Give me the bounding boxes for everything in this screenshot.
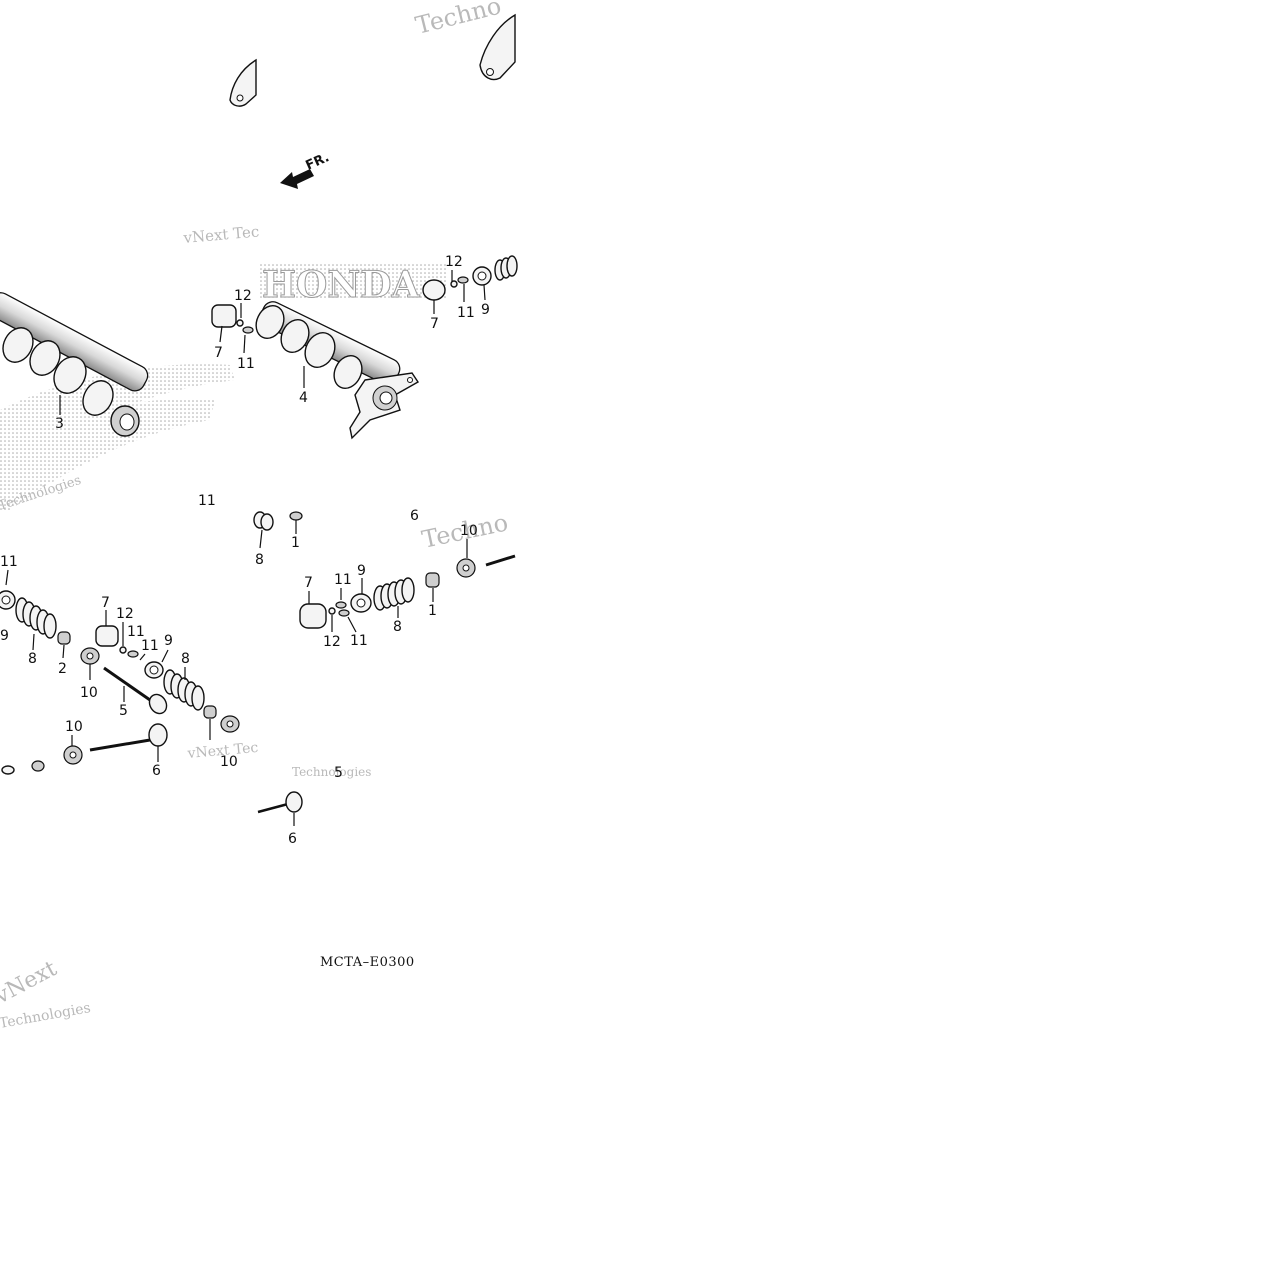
valve-spring <box>163 669 205 711</box>
valve-tappet <box>299 603 327 629</box>
callout-7: 7 <box>101 595 110 611</box>
watermark-text: vNext Tec <box>182 222 260 247</box>
callout-1: 1 <box>428 603 437 619</box>
callout-11: 11 <box>141 638 159 654</box>
watermark-text: Technologies <box>0 1000 92 1032</box>
valve-tappet <box>422 279 446 301</box>
callout-11: 11 <box>127 624 145 640</box>
camshaft-right <box>255 301 420 440</box>
cotter <box>335 601 347 609</box>
watermark-text: Technologies <box>292 765 371 779</box>
shim <box>450 280 458 288</box>
valve-tappet <box>95 625 119 647</box>
tile-bottom-left: 11 11 9 8 2 10 7 12 11 11 <box>0 493 259 779</box>
callout-5: 5 <box>119 703 128 719</box>
callout-8: 8 <box>28 651 37 667</box>
cotter <box>127 650 139 658</box>
tile-top-right: Techno FR. HONDA 4 7 12 <box>255 0 518 440</box>
shim <box>236 319 244 327</box>
diagram-reference-code: MCTA–E0300 <box>320 955 415 970</box>
callout-12: 12 <box>323 634 341 650</box>
callout-12: 12 <box>234 288 252 304</box>
intake-valve <box>89 723 168 752</box>
callout-6: 6 <box>152 763 161 779</box>
callout-1: 1 <box>291 535 300 551</box>
callout-7: 7 <box>304 575 313 591</box>
cam-holder-fragment <box>229 58 257 107</box>
callout-10: 10 <box>80 685 98 701</box>
camshaft-left <box>0 292 149 437</box>
callout-11: 11 <box>334 572 352 588</box>
callout-3: 3 <box>55 416 64 432</box>
shim <box>119 646 127 654</box>
callout-7: 7 <box>214 345 223 361</box>
front-direction-arrow: FR. <box>280 150 332 189</box>
front-label: FR. <box>304 150 332 173</box>
callout-10: 10 <box>65 719 83 735</box>
tile-top-left: vNext Tec Technologies 3 7 12 11 <box>0 58 260 514</box>
valve-spring <box>253 511 274 531</box>
callout-10: 10 <box>220 754 238 770</box>
callout-12: 12 <box>116 606 134 622</box>
callout-6: 6 <box>410 508 419 524</box>
cotter <box>242 326 254 334</box>
callout-5: 5 <box>334 765 343 781</box>
callout-8: 8 <box>393 619 402 635</box>
callout-11: 11 <box>237 356 255 372</box>
callout-11: 11 <box>198 493 216 509</box>
watermark-text: vNext Tec <box>186 740 259 762</box>
valve-stem-seal <box>203 705 217 719</box>
valve-spring <box>1 765 15 775</box>
callout-11: 11 <box>350 633 368 649</box>
tile-bottom-right: 8 1 6 Techno 7 12 11 11 9 8 <box>253 508 516 970</box>
bolt-hole <box>486 68 494 76</box>
valve-stem-seal <box>31 760 45 772</box>
shim <box>328 607 336 615</box>
callout-9: 9 <box>0 628 9 644</box>
callout-2: 2 <box>58 661 67 677</box>
callout-10: 10 <box>460 523 478 539</box>
valve-tappet <box>211 304 237 328</box>
valve-spring <box>15 597 57 639</box>
callout-4: 4 <box>299 390 308 406</box>
callout-9: 9 <box>357 563 366 579</box>
valve-stem-seal <box>57 631 71 645</box>
callout-12: 12 <box>445 254 463 270</box>
valve-spring <box>373 577 415 611</box>
callout-8: 8 <box>181 651 190 667</box>
cam-holder-fragment <box>479 13 516 81</box>
valve-stem-seal <box>289 511 303 521</box>
honda-watermark-band <box>258 262 448 300</box>
callout-11: 11 <box>457 305 475 321</box>
tile-fragment-bottom: vNext Technologies <box>0 956 92 1032</box>
watermark-text: vNext <box>0 956 61 1010</box>
exhaust-valve <box>103 666 168 715</box>
intake-valve-stem <box>485 554 516 567</box>
valve-stem-seal <box>425 572 440 588</box>
watermark-text: Techno <box>413 0 504 40</box>
cotter <box>457 276 469 284</box>
callout-11: 11 <box>0 554 18 570</box>
callout-9: 9 <box>481 302 490 318</box>
callout-6: 6 <box>288 831 297 847</box>
callout-8: 8 <box>255 552 264 568</box>
valve-spring <box>494 255 518 281</box>
cotter <box>338 609 350 617</box>
wing-watermark-shape <box>0 364 235 512</box>
callout-7: 7 <box>430 316 439 332</box>
honda-watermark: HONDA <box>262 264 420 306</box>
bolt-hole <box>236 94 244 102</box>
intake-valve <box>257 791 303 814</box>
callout-9: 9 <box>164 633 173 649</box>
